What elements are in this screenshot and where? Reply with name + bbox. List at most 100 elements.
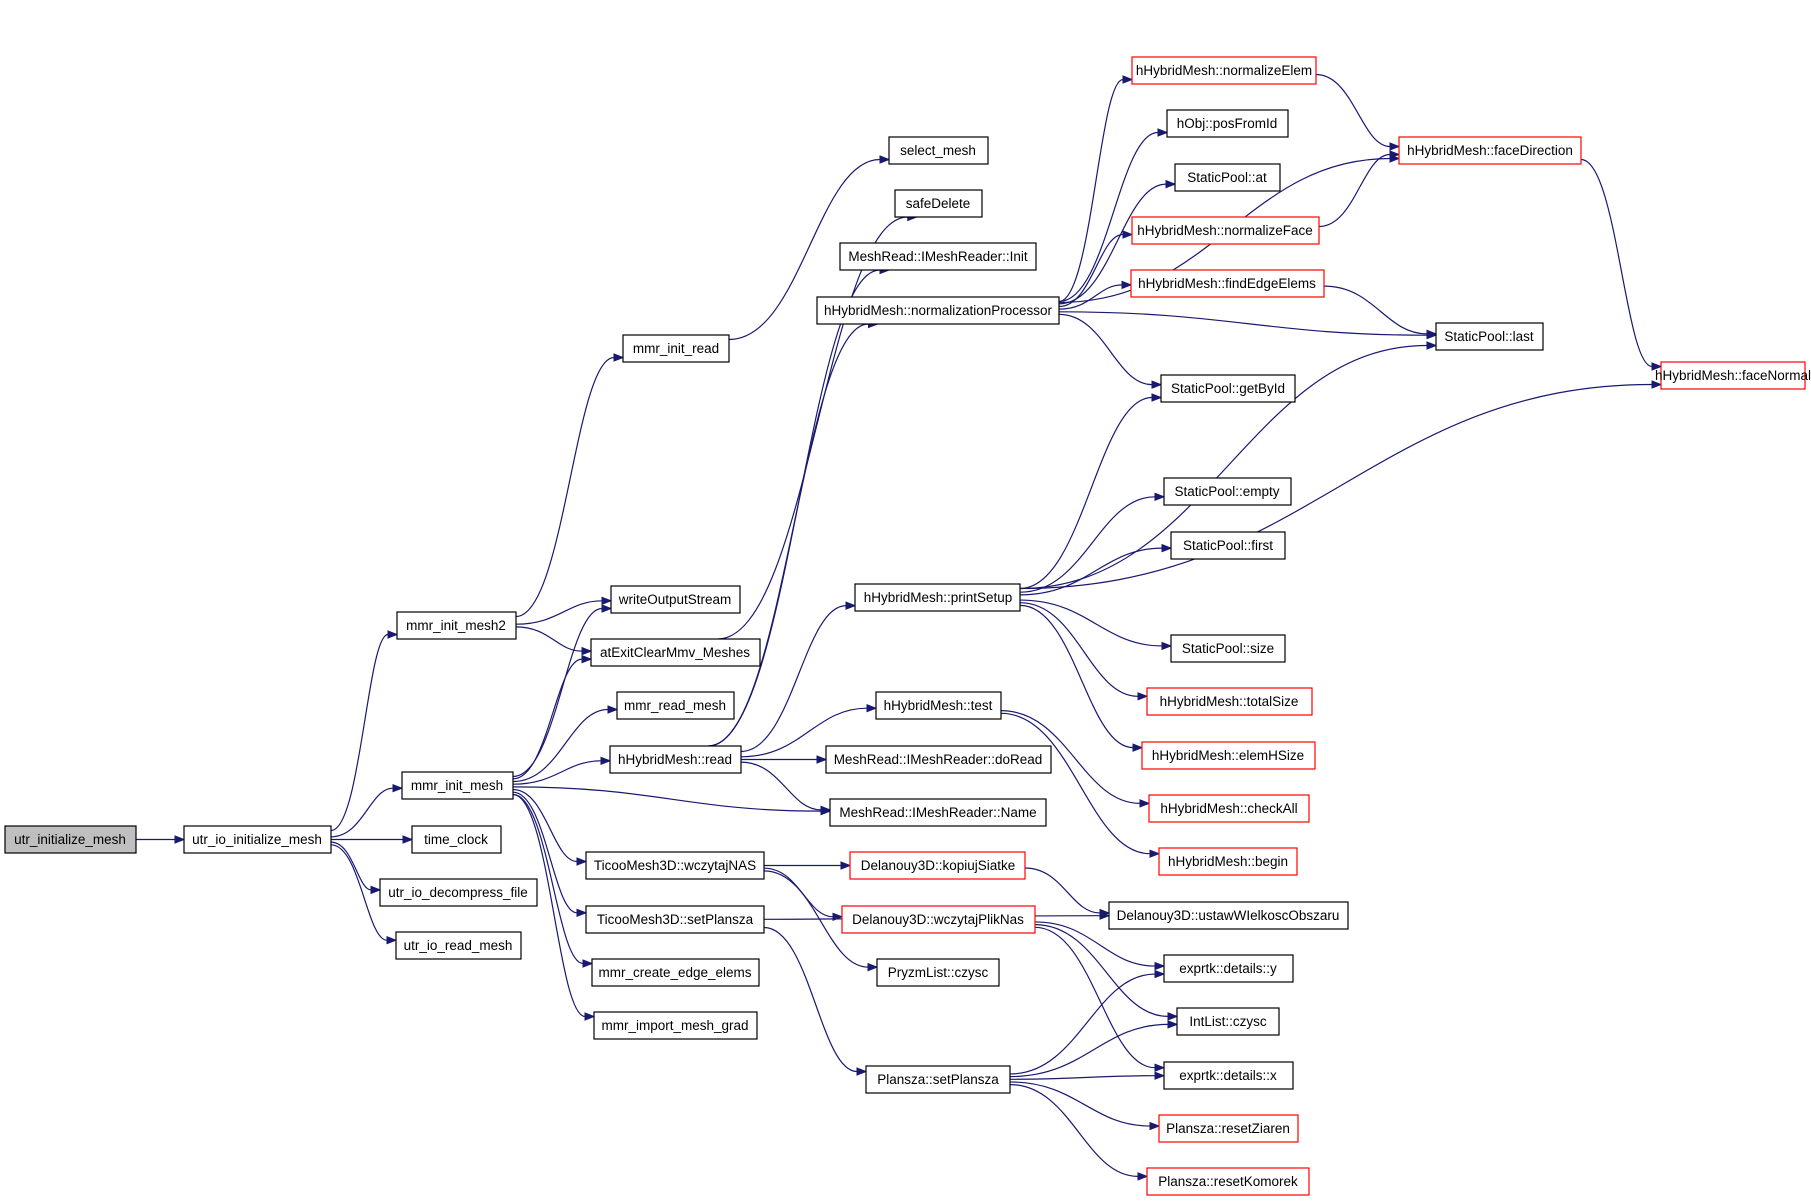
svg-text:hHybridMesh::normalizeFace: hHybridMesh::normalizeFace [1137,223,1313,238]
node-plansza-resetziaren[interactable]: Plansza::resetZiaren [1158,1114,1299,1143]
node-mmr-init-mesh2[interactable]: mmr_init_mesh2 [396,611,517,640]
node-normalizeface[interactable]: hHybridMesh::normalizeFace [1131,216,1320,245]
node-elemhsize[interactable]: hHybridMesh::elemHSize [1141,741,1316,770]
arrowhead-icon [856,1067,868,1076]
node-plansza-resetkomorek[interactable]: Plansza::resetKomorek [1146,1167,1310,1196]
arrowhead-icon [1149,849,1161,858]
node-normalizeelem[interactable]: hHybridMesh::normalizeElem [1131,56,1317,85]
edge-line [1009,973,1156,1075]
edge-line [1580,158,1653,368]
edge-hhybridmesh-normalizationprocessor-to-hobj-posfromid [1058,128,1169,303]
edge-line [1058,233,1124,308]
node-facedirection[interactable]: hHybridMesh::faceDirection [1398,136,1582,165]
edge-plansza-setplansza-to-plansza-resetkomorek [1009,1084,1149,1181]
node-time-clock[interactable]: time_clock [411,825,502,854]
arrowhead-icon [1426,329,1438,339]
node-staticpool-size[interactable]: StaticPool::size [1170,634,1286,663]
node-begin[interactable]: hHybridMesh::begin [1158,847,1298,876]
edge-plansza-setplansza-to-intlist-czysc [1009,1020,1179,1078]
edge-line [1058,313,1153,386]
arrowhead-icon [1132,743,1144,752]
node-imeshreader-name[interactable]: MeshRead::IMeshReader::Name [829,798,1047,827]
edge-atexitclearmmv-meshes-to-safedelete [717,212,919,640]
node-select-mesh[interactable]: select_mesh [888,136,989,165]
node-plansza-setplansza[interactable]: Plansza::setPlansza [865,1065,1011,1094]
edge-utr-io-initialize-mesh-to-utr-io-decompress-file [330,841,382,895]
node-mmr-init-read[interactable]: mmr_init_read [622,334,730,363]
node-hhybridmesh-test[interactable]: hHybridMesh::test [875,691,1002,720]
node-mmr-init-mesh[interactable]: mmr_init_mesh [401,771,514,800]
node-checkall[interactable]: hHybridMesh::checkAll [1148,794,1310,823]
node-exprtk-details-y[interactable]: exprtk::details::y [1163,954,1294,983]
edge-line [330,841,372,891]
edge-line [515,356,615,618]
edge-hhybridmesh-normalizationprocessor-to-hhybridmesh-findedgeelems [1058,280,1133,310]
node-ticoomesh3d-setplansza[interactable]: TicooMesh3D::setPlansza [585,905,765,934]
node-totalsize[interactable]: hHybridMesh::totalSize [1146,687,1313,716]
edge-line [512,658,583,780]
arrowhead-icon [1137,1172,1149,1181]
arrowhead-icon [1161,641,1173,651]
node-printsetup[interactable]: hHybridMesh::printSetup [854,583,1021,612]
node-delanouy3d-kopiujsiatke[interactable]: Delanouy3D::kopiujSiatke [849,851,1026,880]
svg-text:hHybridMesh::findEdgeElems: hHybridMesh::findEdgeElems [1138,276,1316,291]
svg-text:StaticPool::at: StaticPool::at [1187,170,1267,185]
edge-line [1019,604,1134,749]
node-hhybridmesh-read[interactable]: hHybridMesh::read [609,745,742,774]
node-ustawwielkoscobszaru[interactable]: Delanouy3D::ustawWIelkoscObszaru [1108,901,1349,930]
edge-hhybridmesh-normalizeelem-to-hhybridmesh-facedirection [1315,73,1401,151]
svg-text:hHybridMesh::checkAll: hHybridMesh::checkAll [1160,801,1297,816]
node-delanouy3d-wczytajpliknas[interactable]: Delanouy3D::wczytajPlikNas [841,905,1036,934]
edge-hhybridmesh-normalizeface-to-hhybridmesh-facedirection [1318,150,1401,228]
arrowhead-icon [1651,380,1663,389]
svg-text:hHybridMesh::normalizeElem: hHybridMesh::normalizeElem [1136,63,1312,78]
node-pryzmlist-czysc[interactable]: PryzmList::czysc [876,958,1000,987]
node-utr-io-initialize-mesh[interactable]: utr_io_initialize_mesh [183,825,332,854]
node-staticpool-at[interactable]: StaticPool::at [1174,163,1281,192]
svg-text:mmr_read_mesh: mmr_read_mesh [624,698,726,713]
svg-text:utr_io_decompress_file: utr_io_decompress_file [388,885,528,900]
node-staticpool-first[interactable]: StaticPool::first [1170,531,1286,560]
edge-line [763,867,834,918]
node-exprtk-details-x[interactable]: exprtk::details::x [1163,1061,1294,1090]
node-safedelete[interactable]: safeDelete [894,189,983,218]
node-facenormal[interactable]: hHybridMesh::faceNormal [1655,361,1811,390]
edge-delanouy3d-wczytajpliknas-to-exprtk-details-x [1034,926,1166,1072]
arrowhead-icon [402,835,414,844]
edge-hhybridmesh-facedirection-to-hhybridmesh-facenormal [1580,158,1663,371]
edge-line [1009,1023,1169,1078]
node-writeoutputstream[interactable]: writeOutputStream [610,585,741,614]
node-normalizationprocessor[interactable]: hHybridMesh::normalizationProcessor [816,296,1060,325]
node-staticpool-last[interactable]: StaticPool::last [1435,322,1544,351]
node-mmr-import-mesh-grad[interactable]: mmr_import_mesh_grad [593,1011,758,1040]
node-imeshreader-doread[interactable]: MeshRead::IMeshReader::doRead [825,745,1052,774]
node-staticpool-empty[interactable]: StaticPool::empty [1163,477,1292,506]
node-imeshreader-init[interactable]: MeshRead::IMeshReader::Init [839,242,1037,271]
node-mmr-create-edge-elems[interactable]: mmr_create_edge_elems [591,958,760,987]
node-ticoomesh3d-wczytajnas[interactable]: TicooMesh3D::wczytajNAS [585,851,765,880]
svg-text:hHybridMesh::totalSize: hHybridMesh::totalSize [1160,694,1299,709]
node-mmr-read-mesh[interactable]: mmr_read_mesh [616,691,735,720]
edge-line [1323,285,1428,335]
edge-line [1034,926,1156,1069]
node-findedgeelems[interactable]: hHybridMesh::findEdgeElems [1130,269,1325,298]
node-intlist-czysc[interactable]: IntList::czysc [1176,1007,1280,1036]
node-utr-io-read-mesh[interactable]: utr_io_read_mesh [395,931,522,960]
svg-text:StaticPool::first: StaticPool::first [1183,538,1273,553]
node-atexitclearmmv-meshes[interactable]: atExitClearMmv_Meshes [590,638,761,667]
svg-text:hHybridMesh::elemHSize: hHybridMesh::elemHSize [1152,748,1304,763]
svg-text:select_mesh: select_mesh [900,143,976,158]
node-staticpool-getbyid[interactable]: StaticPool::getById [1160,374,1296,403]
node-hobj-posfromid[interactable]: hObj::posFromId [1166,109,1289,138]
edge-line [1019,383,1653,590]
edge-line [708,323,869,747]
node-utr-initialize-mesh[interactable]: utr_initialize_mesh [4,825,137,854]
svg-text:writeOutputStream: writeOutputStream [618,592,732,607]
edge-ticoomesh3d-setplansza-to-plansza-setplansza [763,926,868,1076]
node-utr-io-decompress-file[interactable]: utr_io_decompress_file [379,878,538,907]
edge-line [1009,1084,1139,1177]
edge-line [1034,924,1169,1017]
edge-line [512,786,822,812]
svg-text:PryzmList::czysc: PryzmList::czysc [888,965,989,980]
edge-utr-io-initialize-mesh-to-utr-io-read-mesh [330,844,398,945]
